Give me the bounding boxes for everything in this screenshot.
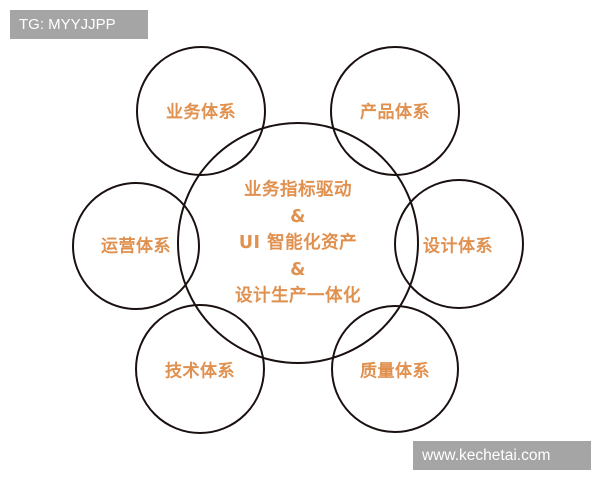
center-line-amp-2: & [290,259,306,280]
center-line-amp-1: & [290,206,306,227]
circle-design [394,179,524,309]
watermark-bottom-right: www.kechetai.com [413,441,591,470]
circle-quality [331,305,459,433]
center-text: 业务指标驱动 & UI 智能化资产 & 设计生产一体化 [235,177,361,310]
circle-product [330,46,460,176]
circle-center [177,122,419,364]
center-line-metrics: 业务指标驱动 [244,179,352,200]
center-line-ui-assets: UI 智能化资产 [238,232,358,253]
label-product: 产品体系 [360,102,430,123]
label-design: 设计体系 [423,236,493,257]
label-technology: 技术体系 [165,361,235,382]
center-line-design-production: 设计生产一体化 [235,285,361,306]
label-operations: 运营体系 [101,236,171,257]
label-business: 业务体系 [166,102,236,123]
circle-operations [72,182,200,310]
circle-business [136,46,266,176]
label-quality: 质量体系 [360,361,430,382]
circle-technology [135,304,265,434]
watermark-top-left: TG: MYYJJPP [10,10,148,39]
